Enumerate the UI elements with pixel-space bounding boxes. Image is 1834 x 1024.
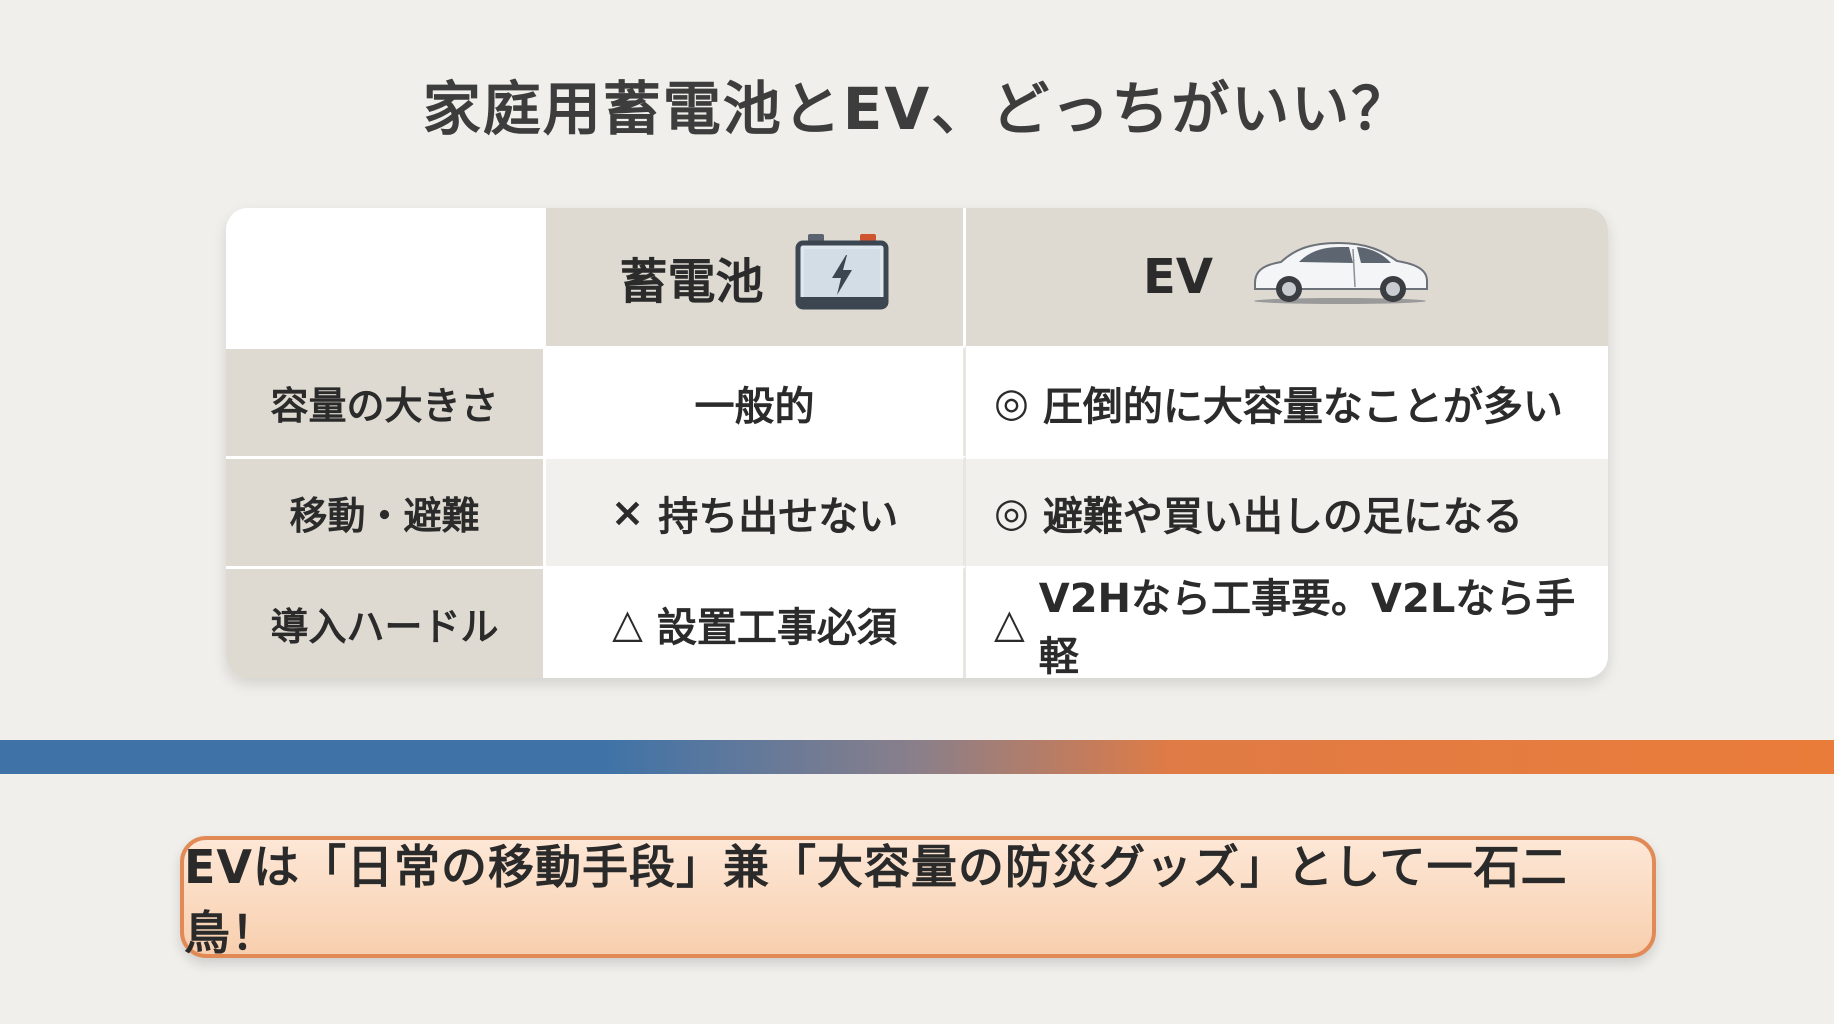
battery-mobility-text: 持ち出せない — [658, 493, 899, 540]
ev-capacity-cell: ◎ 圧倒的に大容量なことが多い — [966, 346, 1608, 456]
comparison-table: 蓄電池 EV — [226, 208, 1608, 678]
header-ev-label: EV — [1143, 249, 1213, 305]
row-label-capacity: 容量の大きさ — [226, 346, 546, 456]
battery-capacity-text: 一般的 — [694, 383, 815, 430]
gradient-divider — [0, 740, 1834, 774]
ev-capacity-text: 圧倒的に大容量なことが多い — [1042, 383, 1563, 430]
triangle-mark: △ — [994, 600, 1025, 647]
comparison-grid: 蓄電池 EV — [226, 208, 1608, 678]
cross-mark: × — [610, 489, 645, 536]
double-circle-mark: ◎ — [994, 489, 1029, 536]
row-label-installation: 導入ハードル — [226, 566, 546, 678]
header-ev: EV — [966, 208, 1608, 346]
ev-installation-text: V2Hなら工事要。V2Lなら手軽 — [1038, 575, 1576, 679]
double-circle-mark: ◎ — [994, 379, 1029, 426]
summary-text: EVは「日常の移動手段」兼「大容量の防災グッズ」として一石二鳥！ — [184, 840, 1568, 960]
ev-mobility-text: 避難や買い出しの足になる — [1042, 493, 1523, 540]
battery-mobility-cell: × 持ち出せない — [546, 456, 966, 566]
summary-banner: EVは「日常の移動手段」兼「大容量の防災グッズ」として一石二鳥！ — [180, 836, 1656, 960]
page-title: 家庭用蓄電池とEV、どっちがいい？ — [422, 75, 1412, 143]
triangle-mark: △ — [612, 600, 643, 647]
row-label-mobility: 移動・避難 — [226, 456, 546, 566]
header-battery-label: 蓄電池 — [619, 254, 764, 310]
battery-installation-text: 設置工事必須 — [656, 604, 897, 651]
battery-icon — [794, 231, 890, 323]
battery-capacity-cell: 一般的 — [546, 346, 966, 456]
battery-installation-cell: △ 設置工事必須 — [546, 566, 966, 678]
ev-installation-cell: △ V2Hなら工事要。V2Lなら手軽 — [966, 566, 1608, 678]
ev-mobility-cell: ◎ 避難や買い出しの足になる — [966, 456, 1608, 566]
header-battery: 蓄電池 — [546, 208, 966, 346]
table-corner-cell — [226, 208, 546, 346]
car-icon — [1249, 235, 1431, 319]
